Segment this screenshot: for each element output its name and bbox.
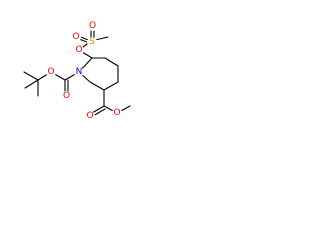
atom-label-o-boc-carbonyl: O xyxy=(63,91,70,101)
atom-label-o-ms-link: O xyxy=(75,45,82,55)
atom-label-o-ms-a: O xyxy=(89,21,96,31)
bond-ester-o-double-2 xyxy=(92,108,106,117)
atom-o-boc-ester: O xyxy=(46,67,56,77)
bond-ring-c6-c1 xyxy=(103,81,119,91)
bond-ring-c1-c2 xyxy=(89,81,105,91)
atom-o-ms-link: O xyxy=(74,45,84,55)
atom-label-s-ms: S xyxy=(89,37,95,47)
bond-ring-c4-c5 xyxy=(104,57,119,67)
atom-label-n1: N xyxy=(76,67,83,77)
atom-label-o-ester-carbonyl: O xyxy=(86,111,93,121)
atom-o-ester-carbonyl: O xyxy=(85,111,95,121)
atom-label-o-boc-ester: O xyxy=(47,67,54,77)
atom-label-o-ester-methoxy: O xyxy=(113,108,120,118)
chemical-structure: N O O O O O S O xyxy=(23,21,131,121)
atom-o-ms-b: O xyxy=(71,32,81,42)
atom-labels: N O O O O O S O xyxy=(46,21,122,121)
atom-s-ms: S xyxy=(87,37,97,47)
bond-ester-o-double-1 xyxy=(91,105,105,114)
atom-o-boc-carbonyl: O xyxy=(61,91,72,101)
atom-n1: N xyxy=(74,67,84,77)
atom-label-o-ms-b: O xyxy=(72,32,79,42)
atom-o-ms-a: O xyxy=(87,21,98,31)
bond-tbu-ch3-c xyxy=(24,79,39,89)
bond-tbu-ch3-a xyxy=(23,71,39,81)
atom-o-ester-methoxy: O xyxy=(112,108,122,118)
